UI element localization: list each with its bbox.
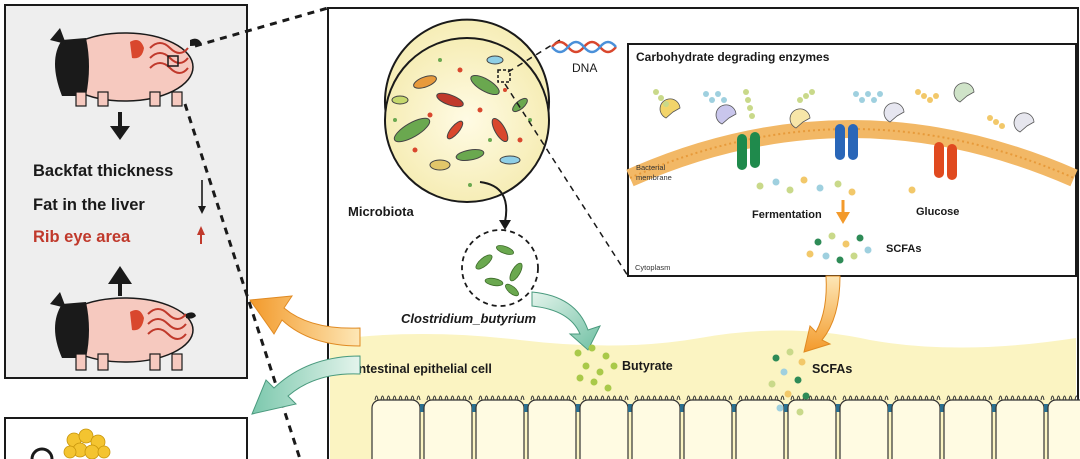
clostridium-circle bbox=[461, 229, 539, 307]
dna-icon bbox=[551, 40, 617, 54]
glucose-label: Glucose bbox=[916, 206, 959, 218]
microbiota-circle bbox=[384, 18, 550, 203]
tight-junction bbox=[992, 404, 996, 412]
down-arrow-icon bbox=[836, 212, 850, 224]
microvilli bbox=[582, 395, 629, 401]
clostridium-label: Clostridium_butyrium bbox=[401, 311, 537, 326]
tight-junction bbox=[888, 404, 892, 412]
green-arrow-to-fat bbox=[251, 355, 361, 415]
epithelial-cell bbox=[527, 399, 577, 459]
orange-arrow-to-pig bbox=[249, 295, 361, 347]
epithelial-cell bbox=[891, 399, 941, 459]
enzyme-icon bbox=[715, 104, 737, 125]
rib-eye-label: Rib eye area bbox=[33, 228, 131, 246]
microvilli bbox=[842, 395, 889, 401]
enzyme-icon bbox=[1013, 112, 1035, 133]
epithelial-cell bbox=[579, 399, 629, 459]
microvilli bbox=[478, 395, 525, 401]
butyrate-dots bbox=[574, 344, 618, 392]
bacterial-membrane-label-1: Bacterial bbox=[636, 163, 666, 172]
scfa-dots-gut bbox=[768, 348, 810, 416]
tight-junction bbox=[940, 404, 944, 412]
down-arrow-icon bbox=[198, 180, 206, 214]
transporter-red bbox=[934, 142, 957, 180]
bacterial-membrane-label-2: membrane bbox=[636, 173, 672, 182]
microvilli bbox=[374, 395, 421, 401]
tight-junction bbox=[784, 404, 788, 412]
epithelial-cell bbox=[787, 399, 837, 459]
up-arrow-icon bbox=[108, 266, 132, 284]
epithelial-cell bbox=[631, 399, 681, 459]
transporter-blue bbox=[835, 124, 858, 160]
microvilli bbox=[1050, 395, 1079, 401]
pig-icon-top bbox=[50, 28, 202, 107]
pig-icon-bottom bbox=[50, 292, 196, 371]
enzymes-title: Carbohydrate degrading enzymes bbox=[636, 50, 830, 64]
enzyme-icon bbox=[953, 82, 975, 103]
tight-junction bbox=[628, 404, 632, 412]
tight-junction bbox=[472, 404, 476, 412]
microbiota-label: Microbiota bbox=[348, 204, 414, 219]
microvilli bbox=[738, 395, 785, 401]
tight-junction bbox=[680, 404, 684, 412]
cytoplasm-label: Cytoplasm bbox=[635, 263, 670, 272]
scfa-dots-inset bbox=[806, 232, 872, 264]
tight-junction bbox=[420, 404, 424, 412]
epithelial-cell bbox=[1047, 399, 1080, 459]
epithelial-cell bbox=[683, 399, 733, 459]
microvilli bbox=[998, 395, 1045, 401]
epithelial-cells bbox=[371, 395, 1080, 459]
fermentation-products bbox=[756, 176, 916, 196]
scfas-inset-label: SCFAs bbox=[886, 243, 921, 255]
clostridium-to-gut-arrow bbox=[531, 291, 601, 351]
enzyme-icon bbox=[883, 102, 905, 123]
tight-junction bbox=[732, 404, 736, 412]
butyrate-label: Butyrate bbox=[622, 359, 673, 373]
fermentation-label: Fermentation bbox=[752, 209, 822, 221]
microvilli bbox=[634, 395, 681, 401]
tight-junction bbox=[1044, 404, 1048, 412]
tight-junction bbox=[524, 404, 528, 412]
tight-junction bbox=[576, 404, 580, 412]
down-arrow-icon bbox=[110, 126, 130, 140]
backfat-label: Backfat thickness bbox=[33, 162, 173, 180]
epithelial-cell bbox=[943, 399, 993, 459]
epithelial-cell bbox=[423, 399, 473, 459]
left-pig-panel: Backfat thickness Fat in the liver Rib e… bbox=[4, 4, 248, 379]
epithelial-cell bbox=[995, 399, 1045, 459]
microbiota-arrow bbox=[479, 181, 508, 223]
microvilli bbox=[946, 395, 993, 401]
down-arrow-icon bbox=[499, 220, 511, 230]
transporter-green bbox=[737, 132, 760, 170]
microvilli bbox=[686, 395, 733, 401]
liver-fat-label: Fat in the liver bbox=[33, 196, 145, 214]
epithelial-label: Intestinal epithelial cell bbox=[355, 362, 492, 376]
scfas-gut-label: SCFAs bbox=[812, 362, 852, 376]
left-bottom-panel bbox=[4, 417, 248, 459]
epithelial-cell bbox=[475, 399, 525, 459]
up-arrow-icon bbox=[197, 226, 205, 244]
enzyme-icon bbox=[789, 108, 811, 129]
microvilli bbox=[894, 395, 941, 401]
tight-junction bbox=[836, 404, 840, 412]
epithelial-cell bbox=[839, 399, 889, 459]
microvilli bbox=[426, 395, 473, 401]
microvilli bbox=[530, 395, 577, 401]
dna-label: DNA bbox=[572, 61, 597, 75]
inset-dashed-lines bbox=[504, 39, 629, 277]
inset-to-gut-arrow bbox=[803, 275, 841, 353]
epithelial-cell bbox=[371, 399, 421, 459]
enzyme-inset-panel: Carbohydrate degrading enzymes bbox=[626, 43, 1078, 277]
zoom-dashed-lines bbox=[183, 6, 329, 459]
carbohydrate-chains bbox=[653, 89, 1005, 129]
